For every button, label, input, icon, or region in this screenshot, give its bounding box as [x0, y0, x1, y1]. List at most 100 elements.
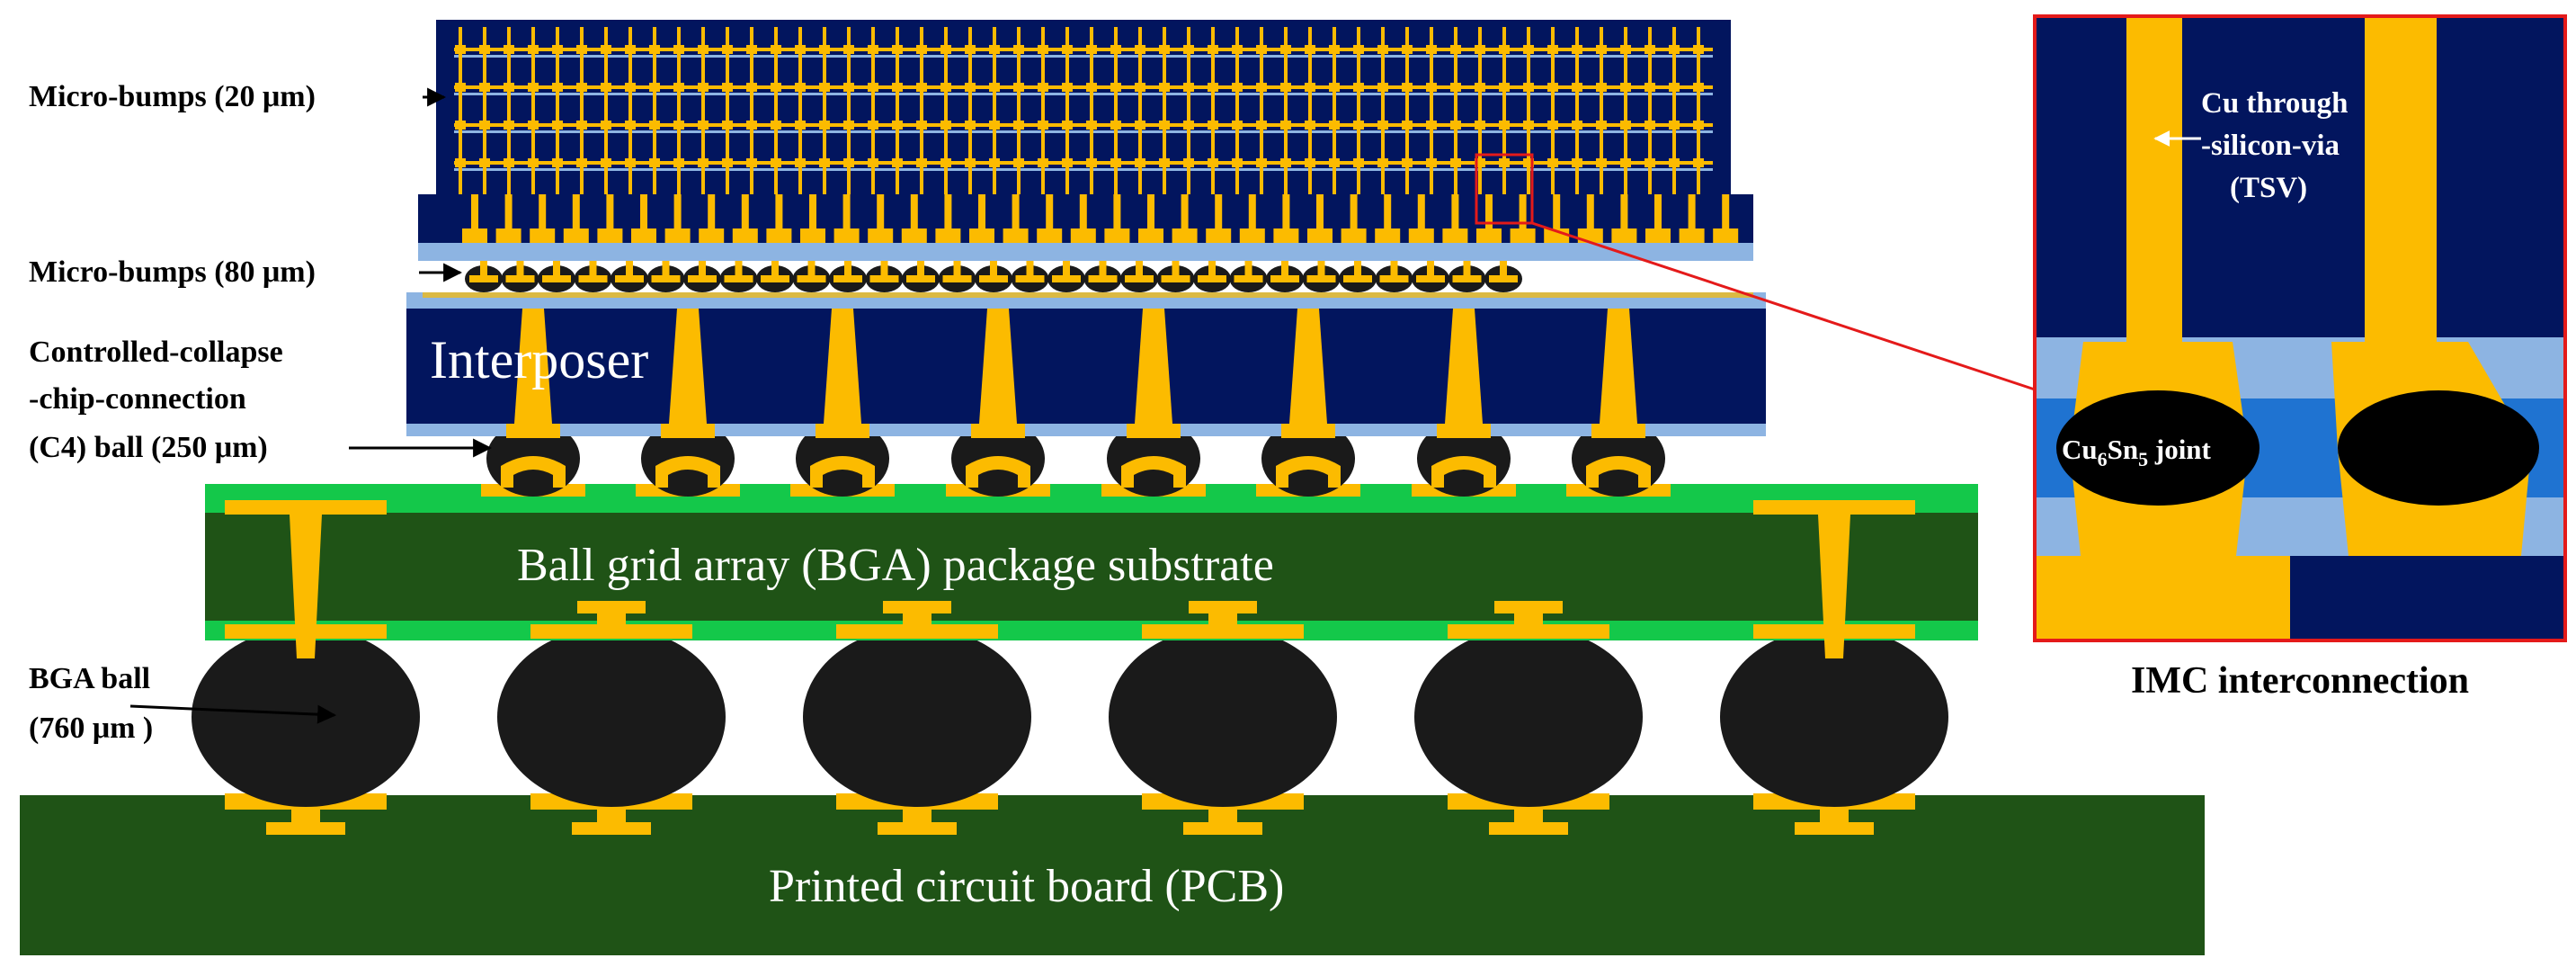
micro-bump-20: [989, 45, 1000, 54]
interposer-via-pad: [1437, 424, 1491, 438]
micro-bump-80-pad: [1088, 275, 1118, 282]
interposer-via: [1288, 309, 1328, 436]
inset-right-cu6sn5-joint: [2338, 390, 2539, 506]
micro-bump-20: [746, 121, 757, 130]
micro-bump-80-pad: [1270, 275, 1299, 282]
micro-bump-20: [1693, 45, 1704, 54]
micro-bump-20: [1208, 83, 1218, 92]
micro-bumps-80-label: Micro-bumps (80 μm): [29, 255, 316, 289]
micro-bump-20: [771, 158, 781, 167]
c4-label-line3: (C4) ball (250 μm): [29, 431, 268, 464]
interposer-via: [513, 309, 553, 436]
die-tsv-pad: [1172, 228, 1198, 243]
micro-bump-20: [916, 83, 927, 92]
micro-bump-20: [1110, 158, 1121, 167]
micro-bump-20: [1402, 83, 1413, 92]
interposer-body: [406, 309, 1766, 424]
micro-bump-80-pad: [761, 275, 789, 282]
micro-bump-20: [1645, 121, 1655, 130]
memory-tsv: [653, 27, 656, 194]
memory-tsv: [556, 27, 559, 194]
pcb-label: Printed circuit board (PCB): [769, 861, 1284, 912]
micro-bump-20: [455, 121, 466, 130]
die-tsv: [910, 194, 918, 243]
micro-bump-20: [1159, 158, 1170, 167]
bga-ball: [497, 627, 726, 807]
memory-tsv: [1041, 27, 1045, 194]
memory-tsv: [580, 27, 584, 194]
die-tsv: [809, 194, 816, 243]
micro-bump-20: [940, 158, 951, 167]
micro-bump-20: [746, 83, 757, 92]
micro-bump-80-pad: [979, 275, 1008, 282]
micro-bump-80-pad: [1489, 275, 1518, 282]
inset-left-tsv: [2126, 16, 2182, 342]
die-tsv-pad: [1679, 228, 1705, 243]
micro-bump-80-post: [1172, 261, 1180, 275]
die-tsv: [1248, 194, 1256, 243]
memory-bond-line: [454, 48, 1713, 51]
micro-bump-80-post: [844, 261, 851, 275]
micro-bump-20: [552, 121, 563, 130]
die-tsv-pad: [1611, 228, 1637, 243]
micro-bump-20: [868, 158, 878, 167]
micro-bump-20: [1377, 83, 1388, 92]
micro-bump-20: [601, 83, 611, 92]
memory-tsv: [1430, 27, 1433, 194]
micro-bump-20: [940, 121, 951, 130]
bga-ball-label-line1: BGA ball: [29, 662, 150, 695]
micro-bump-80-post: [1500, 261, 1507, 275]
die-tsv: [1553, 194, 1561, 243]
die-tsv: [606, 194, 614, 243]
micro-bump-80-post: [1354, 261, 1361, 275]
bga-ball: [192, 627, 420, 807]
micro-bump-20: [1693, 121, 1704, 130]
micro-bump-20: [1256, 158, 1267, 167]
die-tsv-pad: [1713, 228, 1739, 243]
zoom-callout-connector: [1531, 221, 2036, 391]
micro-bump-20: [1669, 121, 1680, 130]
micro-bump-20: [625, 83, 636, 92]
micro-bump-20: [843, 158, 854, 167]
micro-bump-20: [771, 45, 781, 54]
substrate-top-pad: [225, 500, 387, 515]
die-tsv-pad: [800, 228, 825, 243]
micro-bump-20: [1183, 45, 1194, 54]
micro-bump-80-pad: [615, 275, 644, 282]
die-tsv-pad: [901, 228, 927, 243]
micro-bump-20: [1547, 121, 1558, 130]
micro-bump-20: [1086, 83, 1097, 92]
micro-bump-20: [698, 121, 709, 130]
micro-bump-20: [1159, 121, 1170, 130]
memory-tsv: [968, 27, 972, 194]
interposer-via: [1599, 309, 1638, 436]
bga-ball: [803, 627, 1031, 807]
micro-bump-20: [1499, 121, 1510, 130]
memory-tsv: [1551, 27, 1555, 194]
interposer-via: [668, 309, 708, 436]
micro-bumps-20-label: Micro-bumps (20 μm): [29, 80, 316, 113]
micro-bump-20: [916, 121, 927, 130]
memory-tsv: [1575, 27, 1579, 194]
pcb-pad-base: [266, 822, 345, 835]
substrate-via-cap: [1189, 601, 1257, 613]
micro-bump-80-post: [771, 261, 779, 275]
micro-bump-20: [552, 45, 563, 54]
micro-bump-20: [1353, 83, 1364, 92]
joint-sn: Sn: [2108, 434, 2138, 465]
micro-bump-20: [1402, 121, 1413, 130]
die-tsv-pad: [1273, 228, 1299, 243]
c4-ball-pad: [1276, 456, 1341, 488]
interposer-via: [1444, 309, 1484, 436]
bga-ball: [1720, 627, 1948, 807]
micro-bump-20: [1329, 83, 1340, 92]
bga-substrate-top-layer: [205, 484, 1978, 513]
micro-bump-20: [504, 121, 514, 130]
micro-bump-80-pad: [869, 275, 899, 282]
micro-bump-20: [1426, 45, 1437, 54]
micro-bump-20: [528, 83, 539, 92]
micro-bump-20: [1523, 121, 1534, 130]
micro-bump-80-pad: [505, 275, 535, 282]
die-tsv: [1417, 194, 1425, 243]
